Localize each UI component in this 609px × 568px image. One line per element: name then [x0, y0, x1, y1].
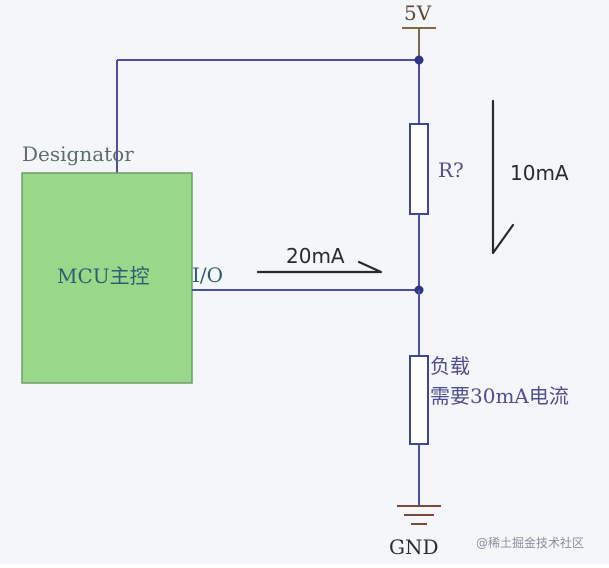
- watermark: @稀土掘金技术社区: [476, 535, 584, 550]
- designator-label: Designator: [22, 142, 134, 166]
- resistor-r: [409, 123, 429, 215]
- supply-label: 5V: [404, 1, 432, 25]
- mcu-label: MCU主控: [57, 264, 150, 288]
- ground-label: GND: [389, 535, 439, 559]
- current-right-label: 10mA: [510, 161, 569, 185]
- mcu-block: [21, 172, 193, 384]
- arrow-10ma: [491, 99, 515, 255]
- io-label: I/O: [192, 263, 223, 287]
- load-resistor: [409, 355, 429, 445]
- arrow-20ma: [256, 260, 383, 274]
- load-label-line2: 需要30mA电流: [430, 384, 569, 408]
- current-left-label: 20mA: [286, 244, 345, 268]
- resistor-label: R?: [438, 158, 464, 182]
- junction-top: [414, 55, 424, 65]
- load-label-line1: 负载: [430, 354, 470, 378]
